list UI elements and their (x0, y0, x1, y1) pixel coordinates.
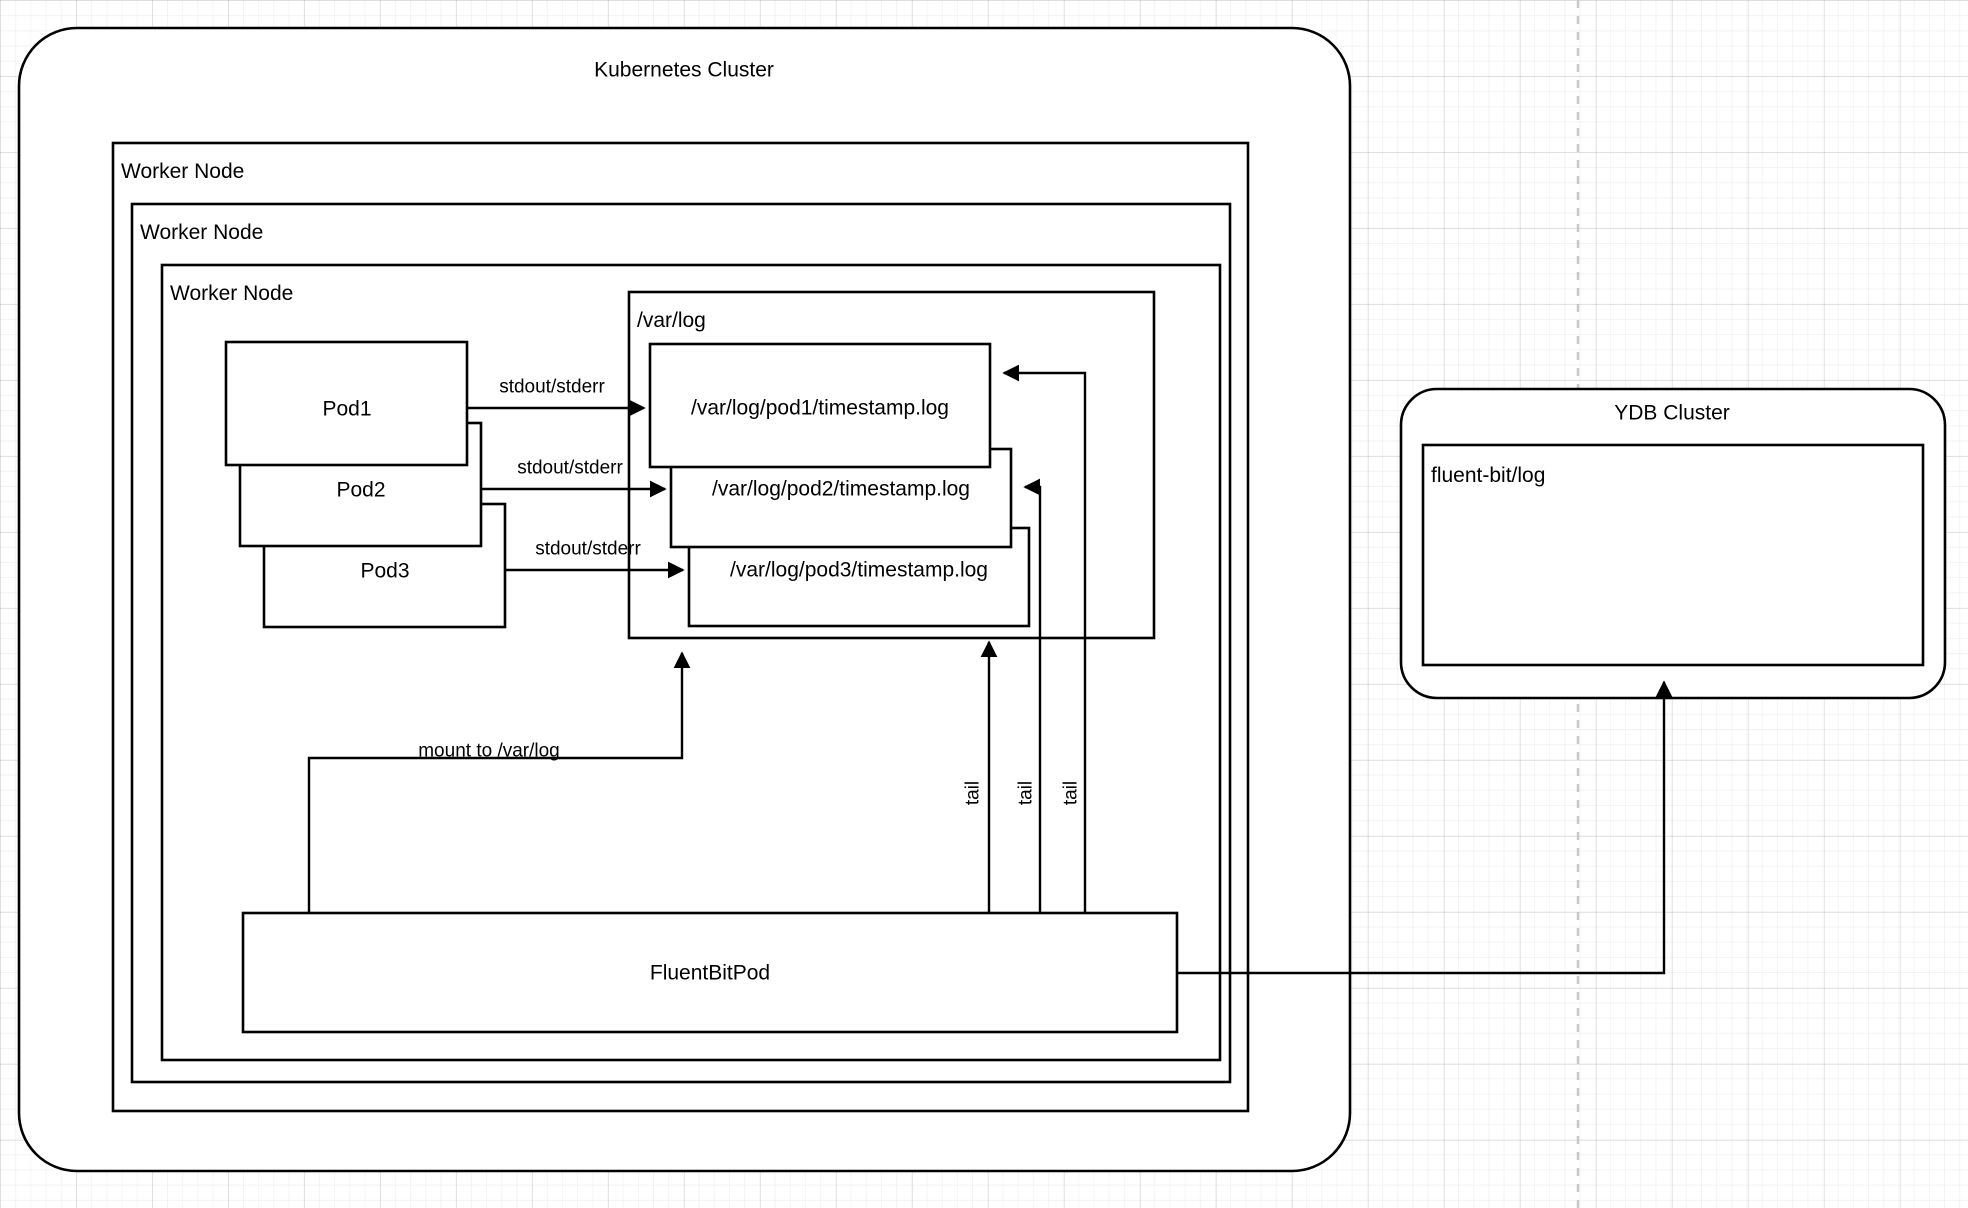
edge-label-stdout-2: stdout/stderr (517, 457, 623, 479)
edge-label-tail-1: tail (962, 780, 984, 806)
edge-label-tail-3: tail (1060, 780, 1082, 806)
worker-node-inner-label: Worker Node (170, 282, 294, 305)
edge-tail-pod1 (1002, 364, 1087, 913)
logfile-pod1-label[interactable]: /var/log/pod1/timestamp.log (691, 396, 949, 420)
logfile-pod3-label[interactable]: /var/log/pod3/timestamp.log (730, 558, 988, 582)
edge-mount-to-varlog (307, 651, 691, 913)
pod3-label[interactable]: Pod3 (360, 559, 410, 583)
logfile-pod1-box (648, 342, 992, 469)
varlog-label: /var/log (637, 309, 706, 332)
pod2-label[interactable]: Pod2 (336, 478, 386, 502)
edge-label-stdout-3: stdout/stderr (535, 538, 641, 560)
ydb-table-label[interactable]: fluent-bit/log (1431, 464, 1546, 487)
worker-node-outer-label: Worker Node (121, 160, 245, 183)
edge-label-mount: mount to /var/log (418, 740, 560, 762)
worker-node-middle-label: Worker Node (140, 221, 264, 244)
ydb-cluster-title: YDB Cluster (1614, 401, 1730, 425)
kubernetes-cluster-title: Kubernetes Cluster (594, 58, 774, 82)
edge-label-tail-2: tail (1015, 780, 1037, 806)
pod1-label[interactable]: Pod1 (322, 397, 372, 421)
pod1-box (224, 340, 469, 467)
edge-label-stdout-1: stdout/stderr (499, 376, 605, 398)
fluentbitpod-label[interactable]: FluentBitPod (649, 961, 771, 985)
fluentbitpod-box (241, 911, 1179, 1034)
logfile-pod2-label[interactable]: /var/log/pod2/timestamp.log (712, 477, 970, 501)
ydb-table-box (1421, 443, 1925, 667)
edge-tail-pod2 (1023, 478, 1042, 913)
edge-fluentbit-to-ydb (1177, 680, 1673, 975)
